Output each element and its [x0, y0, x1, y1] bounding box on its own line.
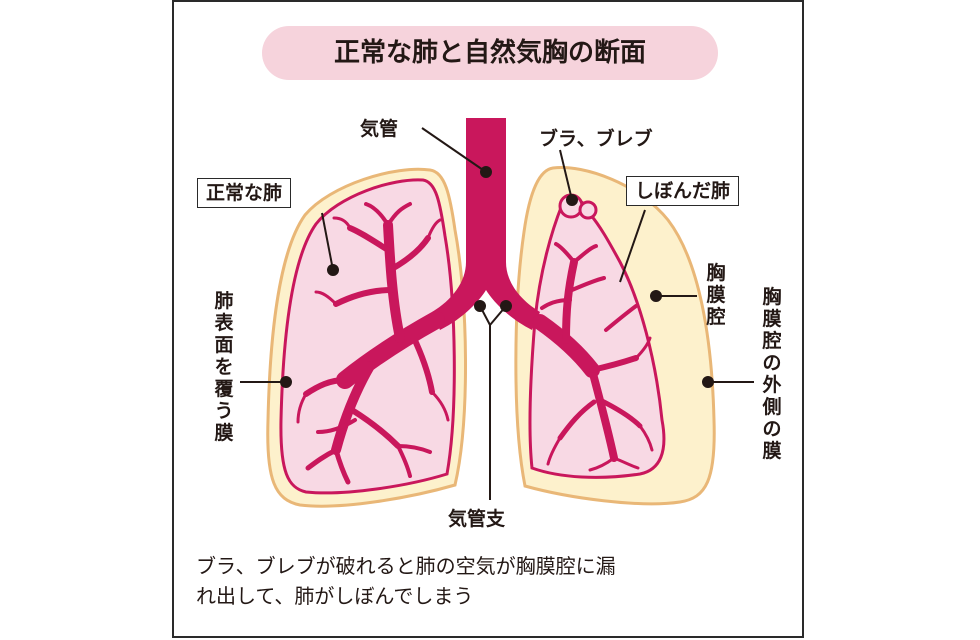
right-bronchial-tree	[532, 242, 654, 472]
visceral-pleura-label: 肺表面を覆う膜	[214, 290, 234, 444]
left-bronchial-tree	[296, 202, 450, 485]
bronchi-label: 気管支	[448, 508, 506, 530]
pleural-cavity-label: 胸膜腔	[706, 262, 726, 328]
diagram-title: 正常な肺と自然気胸の断面	[262, 26, 718, 80]
parietal-pleura-label: 胸膜腔の外側の膜	[762, 286, 782, 462]
trachea	[432, 118, 540, 330]
caption: ブラ、ブレブが破れると肺の空気が胸膜腔に漏 れ出して、肺がしぼんでしまう	[196, 551, 786, 611]
trachea-label: 気管	[360, 118, 399, 140]
normal-lung-label: 正常な肺	[197, 178, 292, 208]
collapsed-lung-label: しぼんだ肺	[626, 176, 740, 206]
leader-lines	[240, 127, 754, 500]
caption-line-1: ブラ、ブレブが破れると肺の空気が胸膜腔に漏	[196, 554, 616, 578]
caption-line-2: れ出して、肺がしぼんでしまう	[196, 584, 474, 608]
bulla-bleb-label: ブラ、ブレブ	[539, 128, 653, 150]
